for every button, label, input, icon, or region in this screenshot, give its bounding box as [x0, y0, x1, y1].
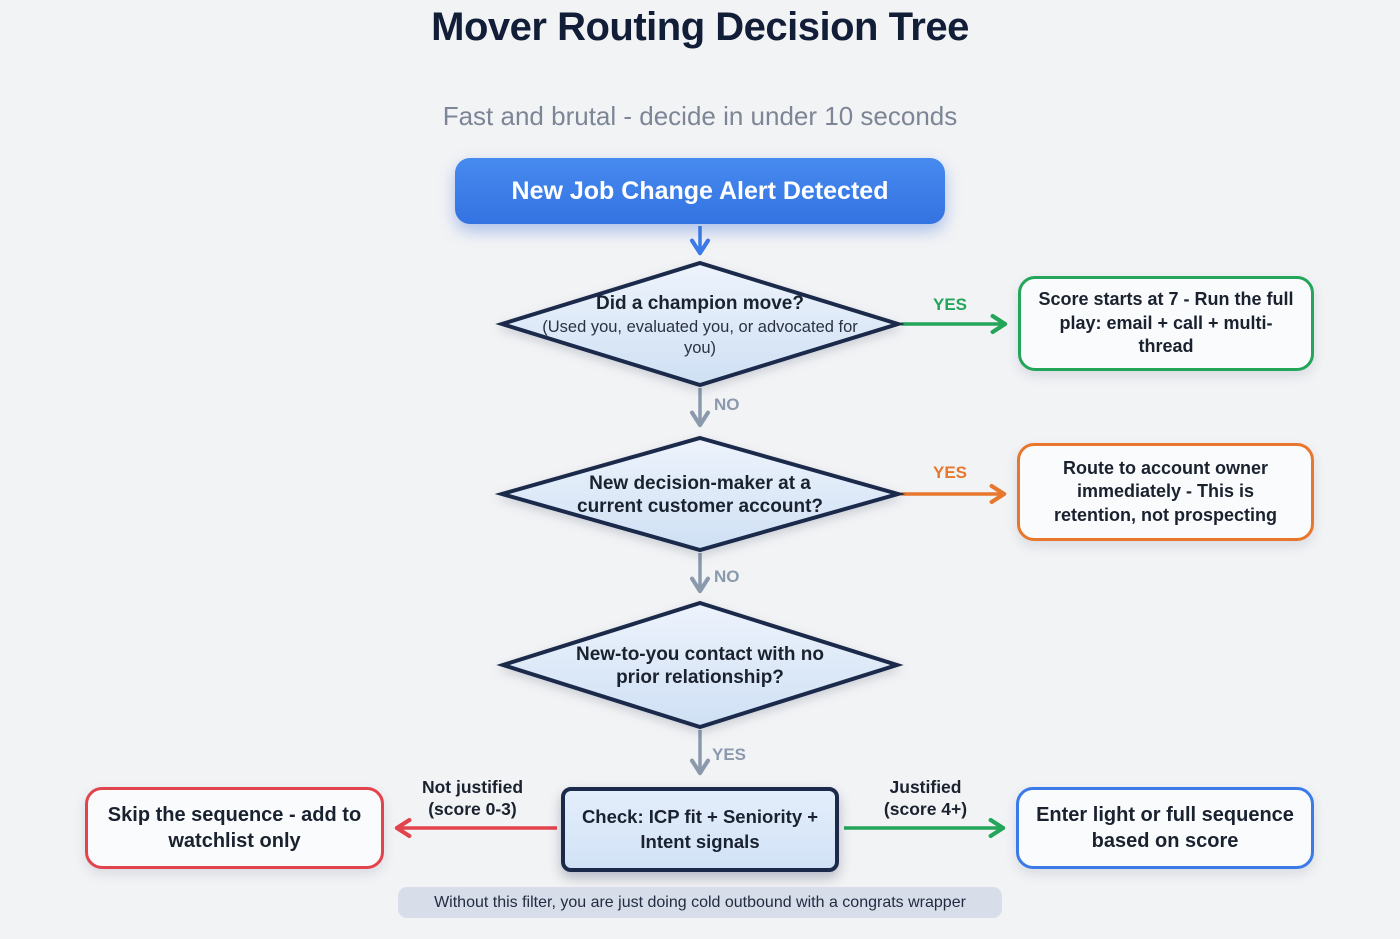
check-node-label: Check: ICP fit + Seniority + Intent sign…: [581, 806, 819, 852]
outcome-champion-text: Score starts at 7 - Run the full play: e…: [1038, 289, 1294, 357]
decision2-question: New decision-maker at a current customer…: [577, 472, 823, 517]
start-node-label: New Job Change Alert Detected: [511, 176, 889, 205]
outcome-champion-box: Score starts at 7 - Run the full play: e…: [1018, 276, 1314, 371]
branch-not-justified-line2: (score 0-3): [428, 799, 517, 819]
decision1-diamond: [495, 260, 905, 388]
decision2-diamond: [494, 435, 906, 553]
outcome-skip-box: Skip the sequence - add to watchlist onl…: [85, 787, 384, 869]
check-node: Check: ICP fit + Seniority + Intent sign…: [561, 787, 839, 872]
outcome-sequence-text: Enter light or full sequence based on sc…: [1036, 804, 1294, 852]
footnote-pill: Without this filter, you are just doing …: [398, 887, 1002, 918]
outcome-customer-text: Route to account owner immediately - Thi…: [1054, 457, 1277, 525]
start-node: New Job Change Alert Detected: [455, 158, 945, 224]
branch-not-justified-label: Not justified (score 0-3): [395, 775, 550, 821]
decision1-yes-label: YES: [932, 295, 968, 314]
branch-justified-label: Justified (score 4+): [848, 775, 1003, 821]
outcome-customer-box: Route to account owner immediately - Thi…: [1017, 443, 1314, 541]
decision1-no-label: NO: [714, 395, 740, 414]
outcome-skip-text: Skip the sequence - add to watchlist onl…: [107, 804, 362, 852]
decision3-label: New-to-you contact with no prior relatio…: [570, 640, 830, 692]
decision2-label: New decision-maker at a current customer…: [570, 460, 830, 530]
decision3-question: New-to-you contact with no prior relatio…: [575, 643, 825, 688]
page-subtitle: Fast and brutal - decide in under 10 sec…: [442, 100, 958, 131]
branch-justified-line2: (score 4+): [883, 799, 968, 819]
decision3-diamond: [496, 600, 904, 730]
outcome-sequence-box: Enter light or full sequence based on sc…: [1016, 787, 1314, 869]
decision3-yes-label: YES: [712, 745, 747, 764]
decision2-no-label: NO: [714, 567, 740, 586]
branch-justified-line1: Justified: [889, 776, 962, 797]
page-title: Mover Routing Decision Tree: [431, 4, 969, 49]
branch-not-justified-line1: Not justified: [421, 776, 524, 797]
footnote-text: Without this filter, you are just doing …: [434, 893, 966, 911]
decision1-question: Did a champion move?: [596, 293, 804, 315]
decision2-yes-label: YES: [932, 463, 968, 482]
decision1-label: Did a champion move? (Used you, evaluate…: [540, 290, 860, 360]
decision1-note: (Used you, evaluated you, or advocated f…: [542, 318, 858, 357]
